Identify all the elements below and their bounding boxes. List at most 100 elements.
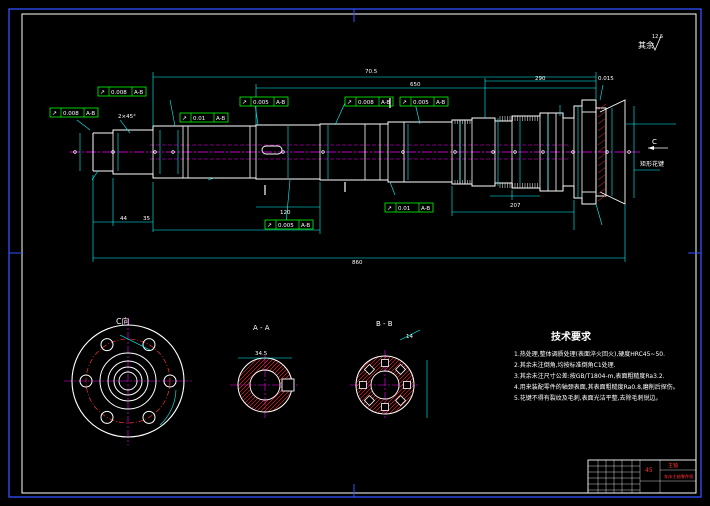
title-block: 45 主轴 车床主轴零件图 (587, 459, 697, 494)
dim-left-2: 35 (143, 216, 150, 222)
section-hatch-line (356, 356, 384, 414)
tolerance-value: 0.005 (253, 100, 269, 106)
flange-hatch-line (597, 124, 607, 132)
diameter-label: Φ (491, 149, 497, 154)
section-hatch-line (238, 358, 278, 412)
dim-chamfer: 2×45° (118, 114, 136, 120)
a-a-title: A - A (253, 324, 270, 332)
flange-hatch-line (597, 173, 607, 181)
section-hatch-line (356, 356, 388, 414)
diameter-label: Φ (627, 149, 633, 154)
tolerance-ref: A-B (421, 206, 430, 212)
b-b-dim: 14 (406, 334, 413, 340)
section-hatch-line (264, 358, 292, 412)
tolerance-symbol: ↗ (267, 222, 272, 229)
tech-title: 技术要求 (551, 330, 592, 343)
tolerance-ref: A-B (216, 116, 225, 122)
section-hatch-line (404, 356, 414, 414)
section-hatch-line (421, 352, 487, 418)
spline-tooth (381, 403, 389, 411)
diameter-label: Φ (401, 149, 407, 154)
shaft-steps (112, 100, 583, 204)
tolerance-symbol: ↗ (347, 99, 352, 106)
tolerance-value: 0.01 (193, 116, 205, 122)
dim-upper-2: 650 (410, 82, 421, 88)
section-hatch-line (238, 358, 262, 412)
section-hatch-line (437, 352, 503, 418)
inner-frame (21, 13, 697, 494)
flange-hatch-line (597, 187, 607, 195)
c-view-title: C向 (116, 316, 130, 326)
section-hatch-line (268, 358, 292, 412)
dim-left-1: 44 (120, 216, 127, 222)
tolerance-frame: ↗ 0.008 A-B (344, 96, 394, 107)
diameter-label: Φ (571, 149, 577, 154)
spline-tooth (395, 395, 407, 407)
dim-spline-note: 矩形花键 (640, 160, 664, 168)
flange-hatch-line (597, 180, 607, 188)
flange-hatch-line (597, 194, 607, 202)
diameter-label: Φ (541, 149, 547, 154)
section-hatch-line (293, 355, 353, 415)
spline-hatch (454, 116, 538, 188)
shaft-view (70, 99, 640, 205)
c-view-arrow: C (648, 138, 668, 150)
flange-hatch-line (597, 131, 607, 139)
diameter-label: Φ (605, 149, 611, 154)
tech-line: 5.花键不得有裂纹及毛刺,表面光洁平整,去除毛刺锐边。 (514, 394, 662, 402)
c-view-flange: C向 (64, 316, 192, 445)
corner-mark-text: 其余 (638, 40, 654, 50)
tolerance-value: 0.008 (358, 100, 374, 106)
a-a-dim: 34.5 (255, 351, 268, 357)
bolt-hole (79, 374, 93, 388)
technical-requirements: 技术要求 1.热处理,整体调质处理(表面淬火回火),硬度HRC45~50.2.其… (514, 330, 679, 402)
tolerance-frame: ↗ 0.01 A-B (179, 112, 229, 123)
dim-upper-1: 70.5 (365, 69, 378, 75)
tolerance-value: 0.01 (398, 206, 410, 212)
diameter-label: Φ (321, 149, 327, 154)
section-hatch-line (445, 352, 511, 418)
section-hatch-line (449, 352, 515, 418)
section-hatch-line (238, 358, 266, 412)
section-hatch-line (380, 356, 414, 414)
diameter-label: Φ (453, 149, 459, 154)
section-hatch-line (368, 356, 414, 414)
dimension-lines (76, 72, 676, 262)
tolerance-ref: A-B (301, 223, 310, 229)
tolerance-symbol: ↗ (100, 89, 105, 96)
tolerance-value: 0.005 (413, 100, 429, 106)
dim-right-1: 0.015 (598, 76, 614, 82)
keyway (261, 145, 283, 155)
dim-lower-2: 207 (510, 203, 521, 209)
flange-hatch-line (597, 110, 607, 118)
section-hatch-line (408, 356, 414, 414)
section-b-b: B - B 14 (350, 320, 515, 420)
corner-ra: 12.5 (652, 34, 663, 40)
section-hatch-line (429, 352, 495, 418)
title-part: 主轴 (668, 462, 678, 469)
tech-line: 1.热处理,整体调质处理(表面淬火回火),硬度HRC45~50. (514, 350, 665, 358)
diameter-label: Φ (111, 149, 117, 154)
bolt-hole (100, 338, 114, 352)
tolerance-value: 0.008 (111, 90, 127, 96)
diameter-label: Φ (153, 149, 159, 154)
flange-hatch (597, 103, 607, 202)
section-hatch-line (388, 356, 414, 414)
tolerance-symbol: ↗ (182, 115, 187, 122)
outer-frame (8, 8, 702, 498)
center-marks (9, 9, 701, 497)
tolerance-ref: A-B (381, 100, 390, 106)
tolerance-value: 0.008 (63, 111, 79, 117)
tolerance-frame: ↗ 0.008 A-B (97, 86, 147, 97)
spline-tooth (395, 363, 407, 375)
tolerance-ref: A-B (134, 90, 143, 96)
spline-tooth (363, 395, 375, 407)
section-hatch-line (441, 352, 507, 418)
section-hatch-line (356, 356, 392, 414)
c-arrow-label: C (652, 138, 657, 146)
